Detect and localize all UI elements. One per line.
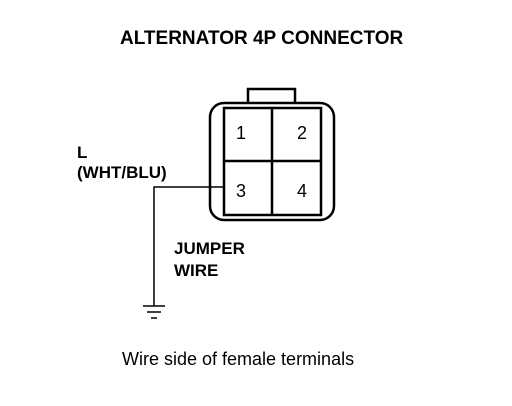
connector-body [208,87,336,222]
pin-label-3: 3 [236,181,246,201]
wire-label-code: L [77,143,87,162]
jumper-wire-line [153,186,224,306]
pin-label-4: 4 [297,181,307,201]
ground-icon [143,305,165,319]
jumper-label-line1: JUMPER [174,239,245,258]
connector-housing [208,101,336,222]
pin-label-1: 1 [236,123,246,143]
diagram-caption: Wire side of female terminals [122,349,354,369]
jumper-wire [153,186,224,306]
wire-label-color: (WHT/BLU) [77,163,167,182]
connector-lock-tab [246,87,297,103]
pin-label-2: 2 [297,123,307,143]
jumper-label-line2: WIRE [174,261,218,280]
diagram-title: ALTERNATOR 4P CONNECTOR [120,28,404,49]
